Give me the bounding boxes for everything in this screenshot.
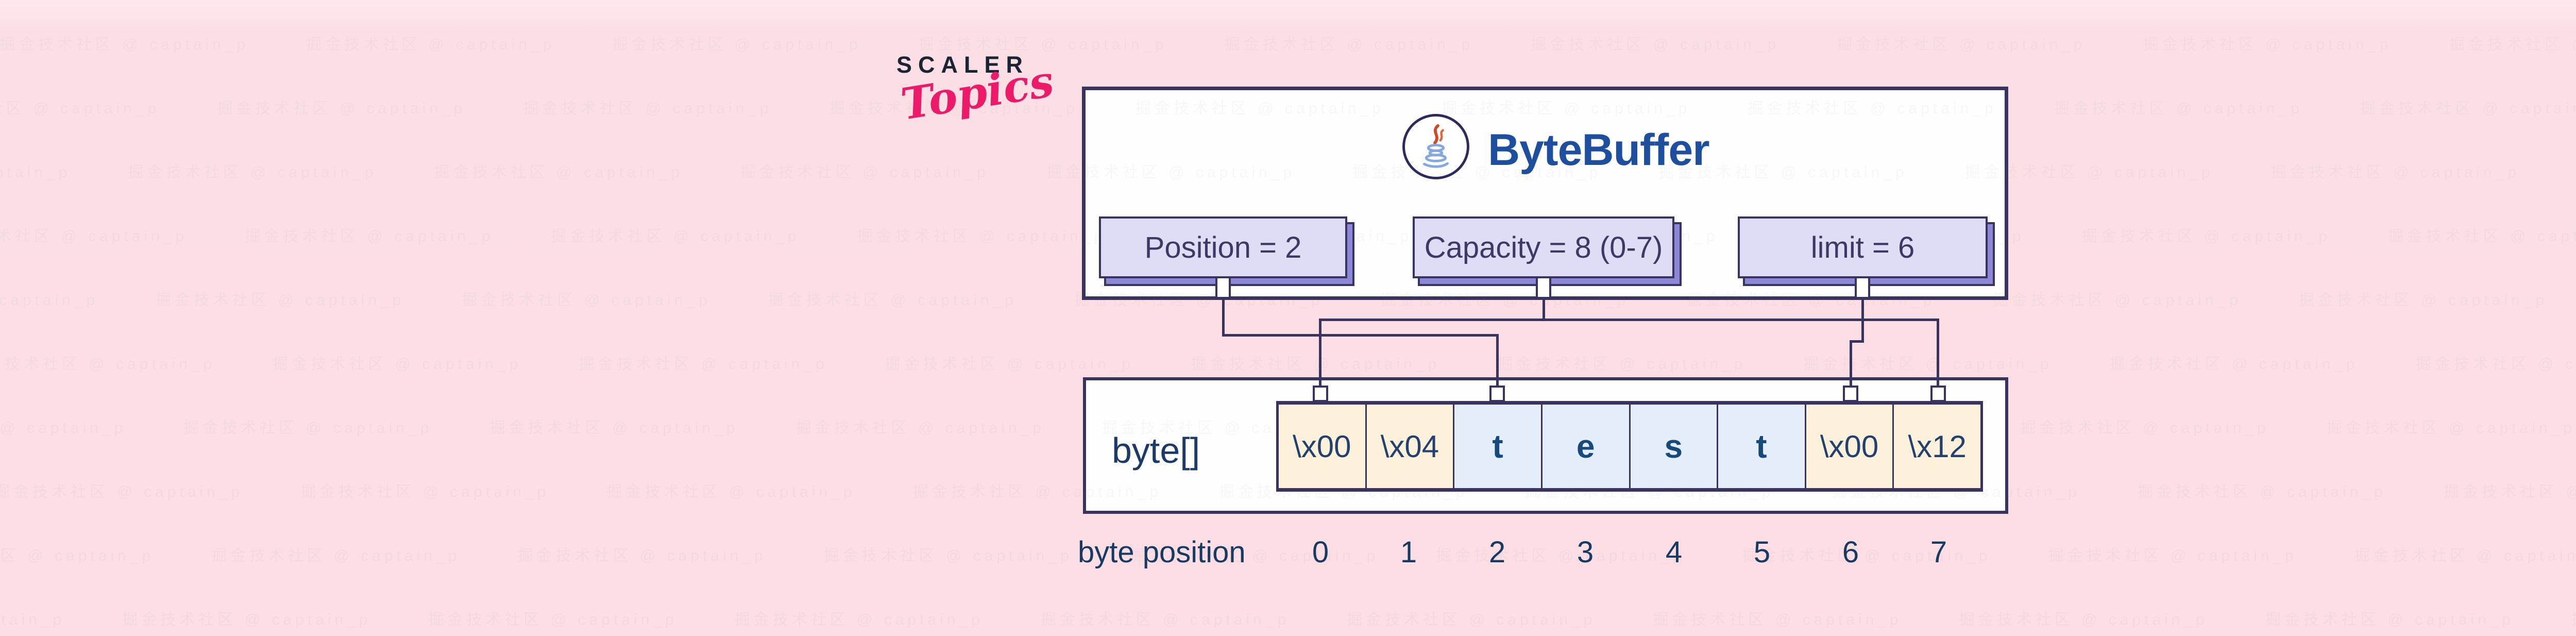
scaler-topics-logo: SCALER Topics <box>896 52 1057 130</box>
position-port <box>1215 276 1231 299</box>
connector-position-h <box>1222 334 1499 337</box>
byte-position-digit: 3 <box>1577 535 1594 569</box>
byte-position-digit: 7 <box>1930 535 1947 569</box>
byte-position-digit: 2 <box>1488 535 1506 569</box>
connector-limit-v1 <box>1861 298 1864 342</box>
byte2-port <box>1489 386 1505 402</box>
diagram-title: ByteBuffer <box>1488 125 1710 175</box>
byte-cell: \x00 <box>1804 405 1893 488</box>
ghost-watermark-row: 掘金技术社区 @ captain_p 掘金技术社区 @ captain_p 掘金… <box>0 543 2576 565</box>
connector-capacity-h <box>1319 319 1939 321</box>
connector-capacity-v-left <box>1319 319 1321 387</box>
byte7-port <box>1930 386 1946 402</box>
position-label: Position = 2 <box>1144 230 1302 264</box>
connector-position-v1 <box>1222 298 1225 336</box>
byte0-port <box>1313 386 1328 402</box>
ghost-watermark-row: 掘金技术社区 @ captain_p 掘金技术社区 @ captain_p 掘金… <box>0 31 2576 54</box>
ghost-watermark-row: 掘金技术社区 @ captain_p 掘金技术社区 @ captain_p 掘金… <box>0 351 2576 374</box>
java-icon <box>1402 114 1469 179</box>
byte-position-digit: 5 <box>1753 535 1771 569</box>
byte-position-axis-label: byte position <box>1078 535 1246 569</box>
byte-position-digit: 4 <box>1665 535 1683 569</box>
byte-position-digit: 0 <box>1312 535 1329 569</box>
brand-scaler-text: SCALER <box>896 52 1029 78</box>
capacity-label: Capacity = 8 (0-7) <box>1424 230 1663 264</box>
java-logo-glyph <box>1423 124 1449 168</box>
connector-position-v2 <box>1496 334 1499 387</box>
connector-capacity-v1 <box>1543 298 1545 321</box>
byte-cell: t <box>1717 405 1805 488</box>
connector-limit-v2 <box>1850 340 1852 387</box>
limit-port <box>1855 276 1870 299</box>
capacity-port <box>1536 276 1551 299</box>
byte-cell: e <box>1540 405 1629 488</box>
byte-position-digit: 1 <box>1400 535 1417 569</box>
byte6-port <box>1843 386 1858 402</box>
byte-position-digit: 6 <box>1842 535 1859 569</box>
byte-cell: s <box>1629 405 1717 488</box>
capacity-box: Capacity = 8 (0-7) <box>1413 216 1674 278</box>
ghost-watermark-row: 掘金技术社区 @ captain_p 掘金技术社区 @ captain_p 掘金… <box>0 607 2576 629</box>
byte-cell: t <box>1453 405 1541 488</box>
byte-cell: \x12 <box>1892 405 1980 488</box>
byte-array-label: byte[] <box>1112 430 1200 471</box>
connector-capacity-v-right <box>1937 319 1939 387</box>
position-box: Position = 2 <box>1099 216 1347 278</box>
byte-cell: \x04 <box>1365 405 1453 488</box>
connector-limit-jog <box>1850 340 1864 343</box>
limit-label: limit = 6 <box>1810 230 1915 264</box>
limit-box: limit = 6 <box>1738 216 1988 278</box>
byte-cell: \x00 <box>1279 405 1365 488</box>
